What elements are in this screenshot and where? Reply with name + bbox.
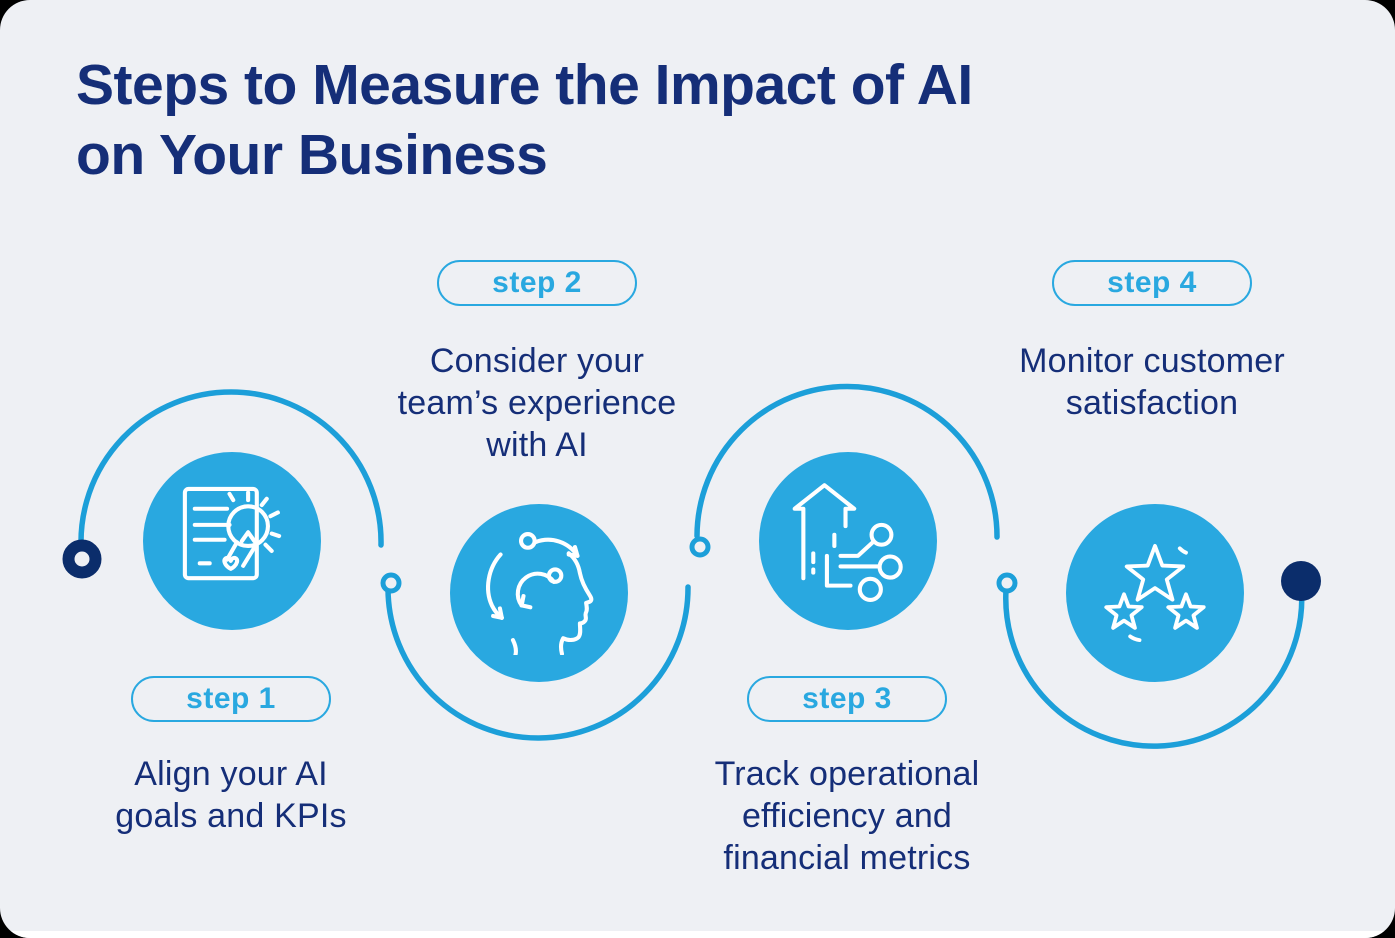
start-ring-marker [62, 539, 102, 579]
step-3-badge-label: step 3 [802, 682, 892, 715]
step-1-badge: step 1 [131, 676, 331, 722]
connector-arc-1 [78, 389, 384, 562]
step-3-badge: step 3 [747, 676, 947, 722]
step-3-circle [759, 452, 937, 630]
connector-arc-4 [1003, 580, 1305, 749]
page-title: Steps to Measure the Impact of AI on You… [76, 53, 973, 187]
growth-arrow-nodes-icon [792, 483, 903, 602]
document-pencil-icon [182, 486, 282, 581]
step-4-badge-label: step 4 [1107, 266, 1197, 299]
junction-ring-3 [996, 572, 1018, 594]
step-4-description: Monitor customer satisfaction [1019, 342, 1285, 422]
step-1-circle [143, 452, 321, 630]
connector-arc-2 [385, 584, 691, 741]
step-2-badge-label: step 2 [492, 266, 582, 299]
connector-arc-3 [694, 383, 1000, 540]
end-dot-marker [1281, 561, 1321, 601]
step-4-badge: step 4 [1052, 260, 1252, 306]
junction-ring-1 [380, 572, 402, 594]
head-sync-icon [486, 532, 594, 655]
junction-ring-2 [689, 536, 711, 558]
step-2-badge: step 2 [437, 260, 637, 306]
step-1-description: Align your AI goals and KPIs [115, 755, 347, 835]
step-3-description: Track operational efficiency and financi… [714, 755, 980, 877]
three-stars-icon [1104, 543, 1206, 643]
bottom-white-strip [0, 931, 1395, 938]
step-2-description: Consider your team’s experience with AI [397, 342, 677, 464]
step-1-badge-label: step 1 [186, 682, 276, 715]
step-4-circle [1066, 504, 1244, 682]
step-2-circle [450, 504, 628, 682]
